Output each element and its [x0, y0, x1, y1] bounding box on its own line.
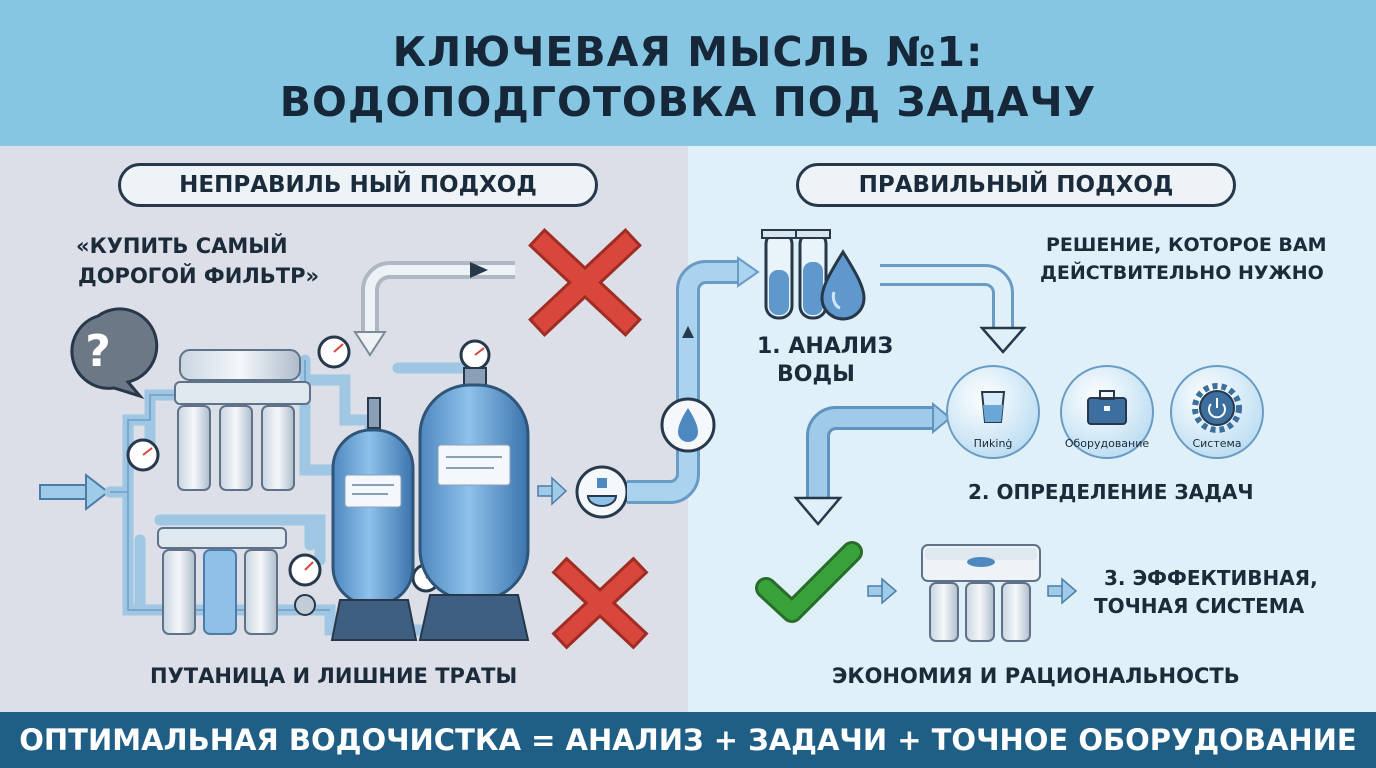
- circle-label-2: Оборудование: [1064, 437, 1150, 450]
- decision-flow-pipe: [880, 264, 1014, 330]
- inlet-arrow-icon: [39, 472, 110, 512]
- question-bubble-icon: ?: [70, 307, 159, 399]
- svg-text:?: ?: [85, 326, 111, 377]
- tank-icon: [330, 397, 418, 641]
- right-approach-title: ПРАВИЛЬНЫЙ ПОДХОД: [796, 163, 1236, 207]
- right-approach-caption: ЭКОНОМИЯ И РАЦИОНАЛЬНОСТЬ: [832, 664, 1240, 688]
- need-line-2: ДЕЙСТВИТЕЛЬНО НУЖНО: [1040, 262, 1324, 284]
- header-banner: КЛЮЧЕВАЯ МЫСЛЬ №1: ВОДОПОДГОТОВКА ПОД ЗА…: [0, 0, 1376, 146]
- flow-arrow-icon: [737, 256, 760, 288]
- wrong-approach-caption: ПУТАНИЦА И ЛИШНИЕ ТРАТЫ: [150, 664, 518, 688]
- filter-system-icon: [157, 527, 287, 635]
- tank-icon: [418, 367, 530, 641]
- step-1-line-1: 1. АНАЛИЗ: [757, 334, 894, 359]
- up-arrow-icon: [682, 326, 694, 338]
- wrong-approach-title: НЕПРАВИЛЬ НЫЙ ПОДХОД: [118, 163, 598, 207]
- flow-arrow-icon: [867, 577, 898, 605]
- glass-icon: [946, 365, 1040, 459]
- water-drop-icon: [660, 397, 716, 453]
- faucet-icon: [575, 465, 629, 519]
- title-line-1: КЛЮЧЕВАЯ МЫСЛЬ №1:: [392, 28, 984, 76]
- circle-label-3: Система: [1192, 437, 1242, 450]
- down-arrow-icon: [979, 326, 1027, 354]
- analysis-flow-pipe: [627, 260, 740, 504]
- circle-label-1: Пиkinġ: [973, 437, 1013, 450]
- briefcase-icon: [1060, 365, 1154, 459]
- need-line-1: РЕШЕНИЕ, КОТОРОЕ ВАМ: [1046, 234, 1327, 256]
- cross-icon: [528, 228, 642, 337]
- gear-power-icon: [1170, 365, 1264, 459]
- flow-arrow-icon: [1047, 577, 1078, 605]
- check-icon: [755, 541, 863, 623]
- step-1-line-2: ВОДЫ: [777, 362, 855, 387]
- summary-footer: ОПТИМАЛЬНАЯ ВОДОЧИСТКА = АНАЛИЗ + ЗАДАЧИ…: [0, 712, 1376, 768]
- step-3-line-1: 3. ЭФФЕКТИВНАЯ,: [1104, 566, 1318, 590]
- cross-icon: [551, 556, 649, 650]
- water-drop-icon: [820, 249, 866, 321]
- solution-flow-pipe: [806, 406, 935, 500]
- filter-system-icon: [174, 349, 311, 491]
- flow-arrow-icon: [932, 401, 952, 435]
- test-tubes-icon: [761, 229, 831, 320]
- down-arrow-icon: [793, 496, 843, 526]
- quote-line-2: ДОРОГОЙ ФИЛЬТР»: [78, 264, 320, 288]
- step-3-line-2: ТОЧНАЯ СИСТЕМА: [1094, 594, 1305, 618]
- confused-flow-arrow: [353, 261, 515, 357]
- filter-system-icon: [921, 544, 1041, 642]
- flow-arrow-icon: [537, 476, 568, 506]
- title-line-2: ВОДОПОДГОТОВКА ПОД ЗАДАЧУ: [279, 78, 1097, 126]
- step-2-label: 2. ОПРЕДЕЛЕНИЕ ЗАДАЧ: [968, 480, 1254, 504]
- quote-line-1: «КУПИТЬ САМЫЙ: [76, 234, 288, 258]
